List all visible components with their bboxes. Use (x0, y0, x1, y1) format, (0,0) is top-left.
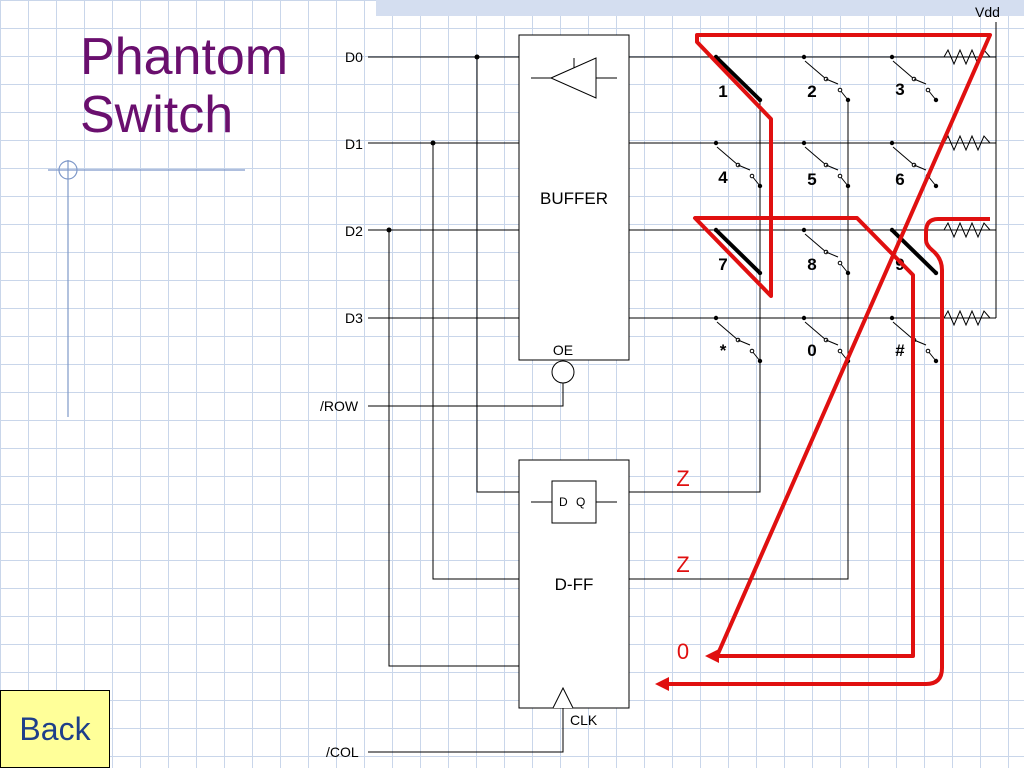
buffer-label: BUFFER (540, 189, 608, 208)
row-label: /ROW (320, 398, 359, 414)
key-6-label: 6 (895, 170, 904, 189)
key-0-label: 0 (807, 341, 816, 360)
key-2-label: 2 (807, 82, 816, 101)
path-arrowheads (655, 649, 719, 691)
dff-d-label: D (559, 495, 568, 509)
signal-wires (368, 22, 997, 753)
key-5-label: 5 (807, 170, 816, 189)
key-switch-7 (713, 227, 763, 276)
path-loop-key-9 (668, 217, 990, 686)
oe-inverter-bubble (551, 360, 575, 384)
key-1-label: 1 (718, 82, 727, 101)
key-star-label: * (720, 341, 727, 360)
key-7-label: 7 (718, 255, 727, 274)
resistor-row-2 (943, 134, 991, 152)
col-label: /COL (326, 744, 359, 760)
title-decoration (48, 160, 245, 417)
output-label-3: 0 (677, 639, 689, 664)
key-switch-8 (801, 227, 851, 276)
dff-q-label: Q (576, 495, 585, 509)
clk-symbol (552, 686, 574, 709)
clk-label: CLK (570, 712, 598, 728)
resistor-row-3 (943, 221, 991, 239)
key-switch-hash (889, 315, 939, 364)
back-button[interactable]: Back (0, 690, 110, 768)
slide-title: Phantom Switch (80, 28, 288, 144)
buffer-symbol (531, 57, 617, 99)
key-hash-label: # (895, 341, 905, 360)
junction-dots (386, 54, 480, 233)
key-4-label: 4 (718, 168, 728, 187)
key-3-label: 3 (895, 80, 904, 99)
title-line-1: Phantom (80, 28, 289, 86)
phantom-current-path (668, 33, 992, 686)
key-switch-3 (889, 54, 939, 103)
top-decorative-bar (376, 0, 1024, 16)
key-switch-2 (801, 54, 851, 103)
resistor-row-4 (943, 309, 991, 327)
output-label-2: Z (676, 552, 689, 577)
key-switch-5 (801, 140, 851, 189)
oe-label: OE (553, 342, 573, 358)
keypad-switches (713, 54, 939, 364)
key-switch-1 (713, 54, 763, 103)
key-switch-star (713, 315, 763, 364)
d1-label: D1 (345, 136, 363, 152)
dff-label: D-FF (555, 575, 594, 594)
vdd-label: Vdd (975, 4, 1000, 20)
d3-label: D3 (345, 310, 363, 326)
buffer-block (518, 34, 630, 361)
key-switch-4 (713, 140, 763, 189)
dff-cell (551, 480, 597, 524)
d0-label: D0 (345, 49, 363, 65)
output-label-1: Z (676, 466, 689, 491)
path-loop-key-1 (693, 33, 992, 658)
d2-label: D2 (345, 223, 363, 239)
title-line-2: Switch (80, 86, 234, 144)
key-8-label: 8 (807, 255, 816, 274)
